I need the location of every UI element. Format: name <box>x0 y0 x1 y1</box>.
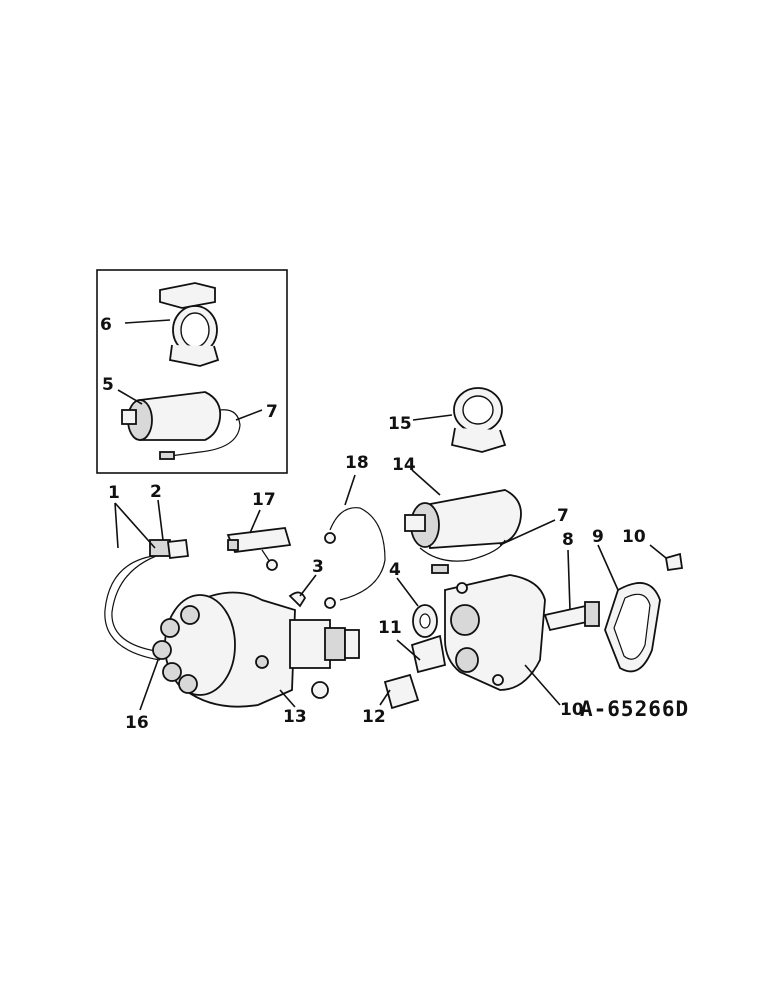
callout-15: 14 <box>392 455 416 475</box>
coil-bracket-part <box>450 387 507 453</box>
ignition-coil-part <box>404 489 522 574</box>
pin-part <box>664 552 684 572</box>
callout-5: 5 <box>102 375 114 395</box>
clip-part <box>288 591 307 608</box>
drive-shaft-part <box>543 601 600 632</box>
gasket-part <box>412 604 438 638</box>
gasket-ring-part <box>604 582 661 673</box>
mounting-bracket-part <box>159 282 220 367</box>
inset-box <box>96 269 288 474</box>
callout-12: 11 <box>378 618 402 638</box>
callout-7: 7 <box>557 506 569 526</box>
callout-6: 6 <box>100 315 112 335</box>
callout-1: 1 <box>108 483 120 503</box>
callout-14: 13 <box>283 707 307 727</box>
callout-4: 4 <box>389 560 401 580</box>
callout-10: 10 <box>622 527 646 547</box>
condenser-part <box>226 527 292 571</box>
coil-inset-part <box>121 391 241 460</box>
adapter-housing-part <box>444 574 546 691</box>
callout-2: 2 <box>150 482 162 502</box>
cover-plate-part <box>383 634 447 710</box>
distributor-part <box>152 591 360 708</box>
callout-9: 9 <box>592 527 604 547</box>
callout-7-inset: 7 <box>266 402 278 422</box>
callout-13: 12 <box>362 707 386 727</box>
callout-17: 16 <box>125 713 149 733</box>
callout-18: 17 <box>252 490 276 510</box>
lead-wire-part <box>324 507 386 609</box>
reference-code: A-65266D <box>580 697 689 721</box>
callout-16: 15 <box>388 414 412 434</box>
callout-labels: 6 5 7 15 14 18 17 1 2 7 8 9 10 3 4 11 12… <box>100 315 646 733</box>
callout-8: 8 <box>562 530 574 550</box>
callout-11: 10 <box>560 700 584 720</box>
callout-3: 3 <box>312 557 324 577</box>
leader-lines <box>114 319 667 711</box>
primary-lead-part <box>104 539 190 661</box>
callout-19: 18 <box>345 453 369 473</box>
